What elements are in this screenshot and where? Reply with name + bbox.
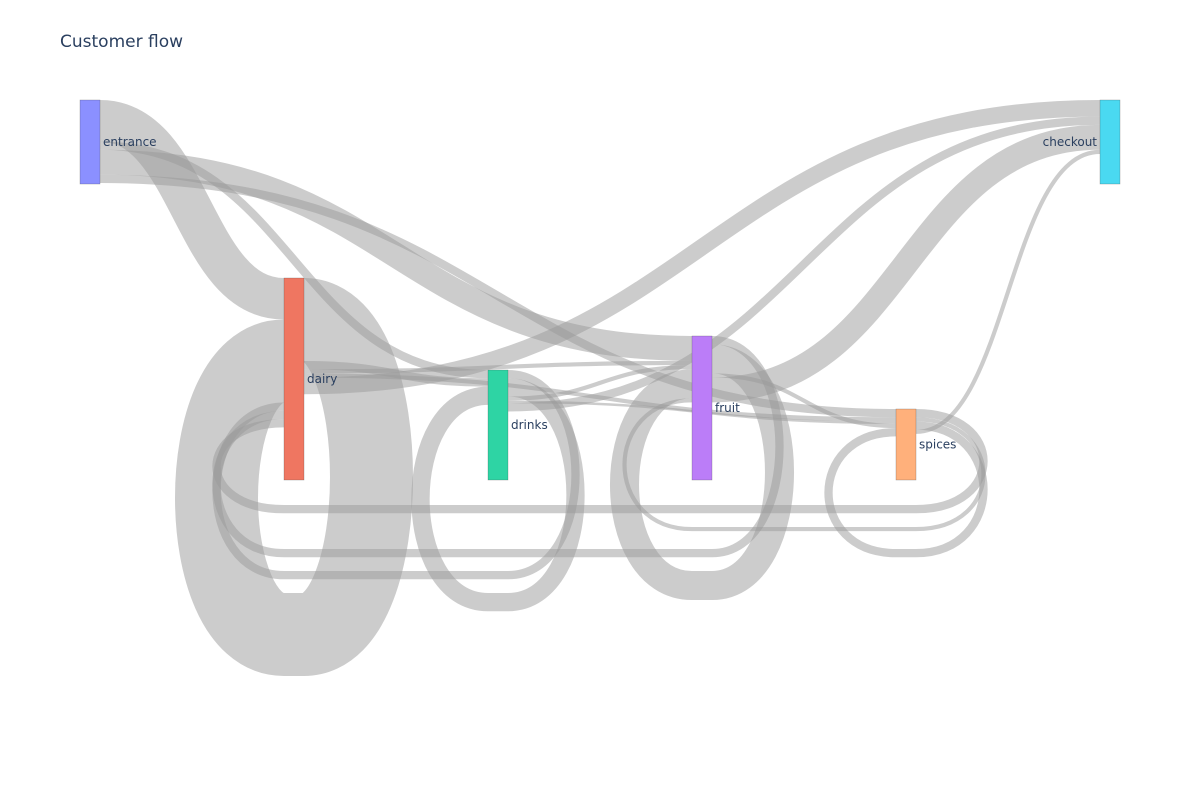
links-layer [98, 100, 1101, 676]
node-checkout[interactable] [1099, 99, 1121, 185]
node-label-drinks: drinks [511, 418, 548, 432]
link-dairy-to-fruit[interactable] [303, 360, 693, 374]
link-spices-to-fruit[interactable] [622, 398, 986, 532]
node-label-fruit: fruit [715, 401, 740, 415]
link-entrance-to-dairy[interactable] [98, 100, 286, 320]
node-entrance[interactable] [79, 99, 101, 185]
link-drinks-to-drinks[interactable] [411, 378, 585, 612]
link-dairy-to-dairy[interactable] [175, 278, 413, 676]
nodes-layer: entrance dairy drinks fruit spices checkout [79, 99, 1121, 481]
node-label-checkout: checkout [1043, 135, 1098, 149]
node-spices[interactable] [895, 408, 917, 481]
link-fruit-to-checkout[interactable] [711, 124, 1101, 403]
node-drinks[interactable] [487, 369, 509, 481]
link-spices-to-dairy[interactable] [212, 409, 988, 514]
node-dairy[interactable] [283, 277, 305, 481]
node-label-entrance: entrance [103, 135, 157, 149]
node-label-dairy: dairy [307, 372, 337, 386]
link-drinks-to-checkout[interactable] [507, 116, 1101, 412]
node-label-spices: spices [919, 438, 956, 452]
chart-title: Customer flow [60, 32, 183, 52]
link-drinks-to-fruit[interactable] [507, 365, 693, 401]
link-dairy-to-checkout[interactable] [303, 100, 1101, 395]
link-spices-to-checkout[interactable] [915, 149, 1101, 434]
link-spices-to-spices[interactable] [824, 421, 988, 558]
node-fruit[interactable] [691, 335, 713, 481]
